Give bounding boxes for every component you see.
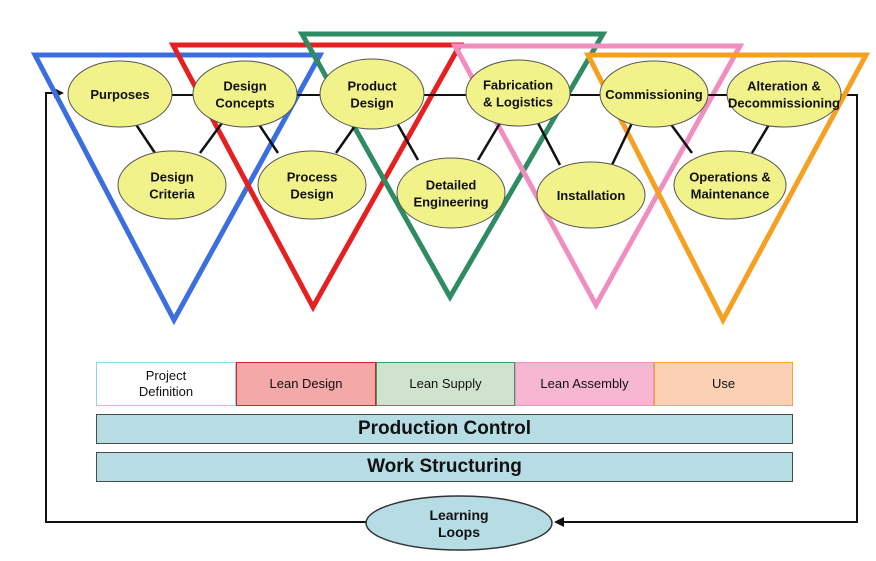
node-design-criteria bbox=[117, 150, 227, 220]
node-alteration-decommissioning bbox=[726, 60, 842, 128]
triangle-use bbox=[583, 52, 871, 326]
node-label-line: Fabrication bbox=[483, 78, 553, 93]
work-structuring-bar: Work Structuring bbox=[96, 452, 793, 482]
node-label-line: Concepts bbox=[215, 96, 274, 111]
node-product-design bbox=[319, 58, 425, 130]
node-detailed-engineering bbox=[396, 157, 506, 229]
node-purposes bbox=[67, 60, 173, 128]
node-label-line: Decommissioning bbox=[728, 96, 840, 111]
phase-project-definition: Project Definition bbox=[96, 362, 236, 406]
node-commissioning bbox=[599, 60, 709, 128]
node-label-line: Operations & bbox=[689, 170, 771, 185]
node-label-line: Alteration & bbox=[747, 79, 821, 94]
node-label-line: Purposes bbox=[90, 87, 149, 102]
node-label-line: Installation bbox=[557, 188, 626, 203]
production-control-bar: Production Control bbox=[96, 414, 793, 444]
phase-lean-design: Lean Design bbox=[236, 362, 376, 406]
node-fabrication-logistics bbox=[465, 59, 571, 127]
phase-lean-assembly: Lean Assembly bbox=[515, 362, 654, 406]
node-label-line: Detailed bbox=[426, 178, 477, 193]
label-operations-maintenance: Operations & Maintenance bbox=[689, 170, 771, 202]
learning-loops-ellipse bbox=[365, 495, 553, 551]
node-label-line: Product bbox=[347, 79, 397, 94]
learning-loops-label: Learning Loops bbox=[429, 507, 489, 540]
phase-lean-supply: Lean Supply bbox=[376, 362, 515, 406]
node-label-line: Maintenance bbox=[691, 187, 770, 202]
node-label-line: Commissioning bbox=[605, 87, 703, 102]
node-label-line: Design bbox=[223, 79, 266, 94]
node-operations-maintenance bbox=[673, 150, 787, 220]
node-process-design bbox=[257, 150, 367, 220]
node-label-line: Process bbox=[287, 170, 338, 185]
node-design-concepts bbox=[192, 60, 298, 128]
node-label-line: Design bbox=[290, 187, 333, 202]
node-label-line: Criteria bbox=[149, 187, 195, 202]
triangle-lean-assembly bbox=[450, 43, 745, 311]
triangle-lean-supply bbox=[297, 31, 608, 303]
node-label-line: Design bbox=[350, 96, 393, 111]
label-commissioning: Commissioning bbox=[605, 87, 703, 102]
label-purposes: Purposes bbox=[90, 87, 149, 102]
node-installation bbox=[536, 161, 646, 229]
label-fabrication-logistics: Fabrication & Logistics bbox=[483, 78, 553, 110]
node-label-line: Engineering bbox=[413, 195, 488, 210]
phase-use: Use bbox=[654, 362, 793, 406]
label-alteration-decommissioning: Alteration & Decommissioning bbox=[728, 79, 840, 111]
node-label-line: & Logistics bbox=[483, 95, 553, 110]
node-connectors bbox=[133, 122, 772, 166]
loop-line-right bbox=[554, 94, 858, 527]
triangle-lean-design bbox=[168, 42, 465, 313]
node-label-line: Design bbox=[150, 170, 193, 185]
label-installation: Installation bbox=[557, 188, 626, 203]
